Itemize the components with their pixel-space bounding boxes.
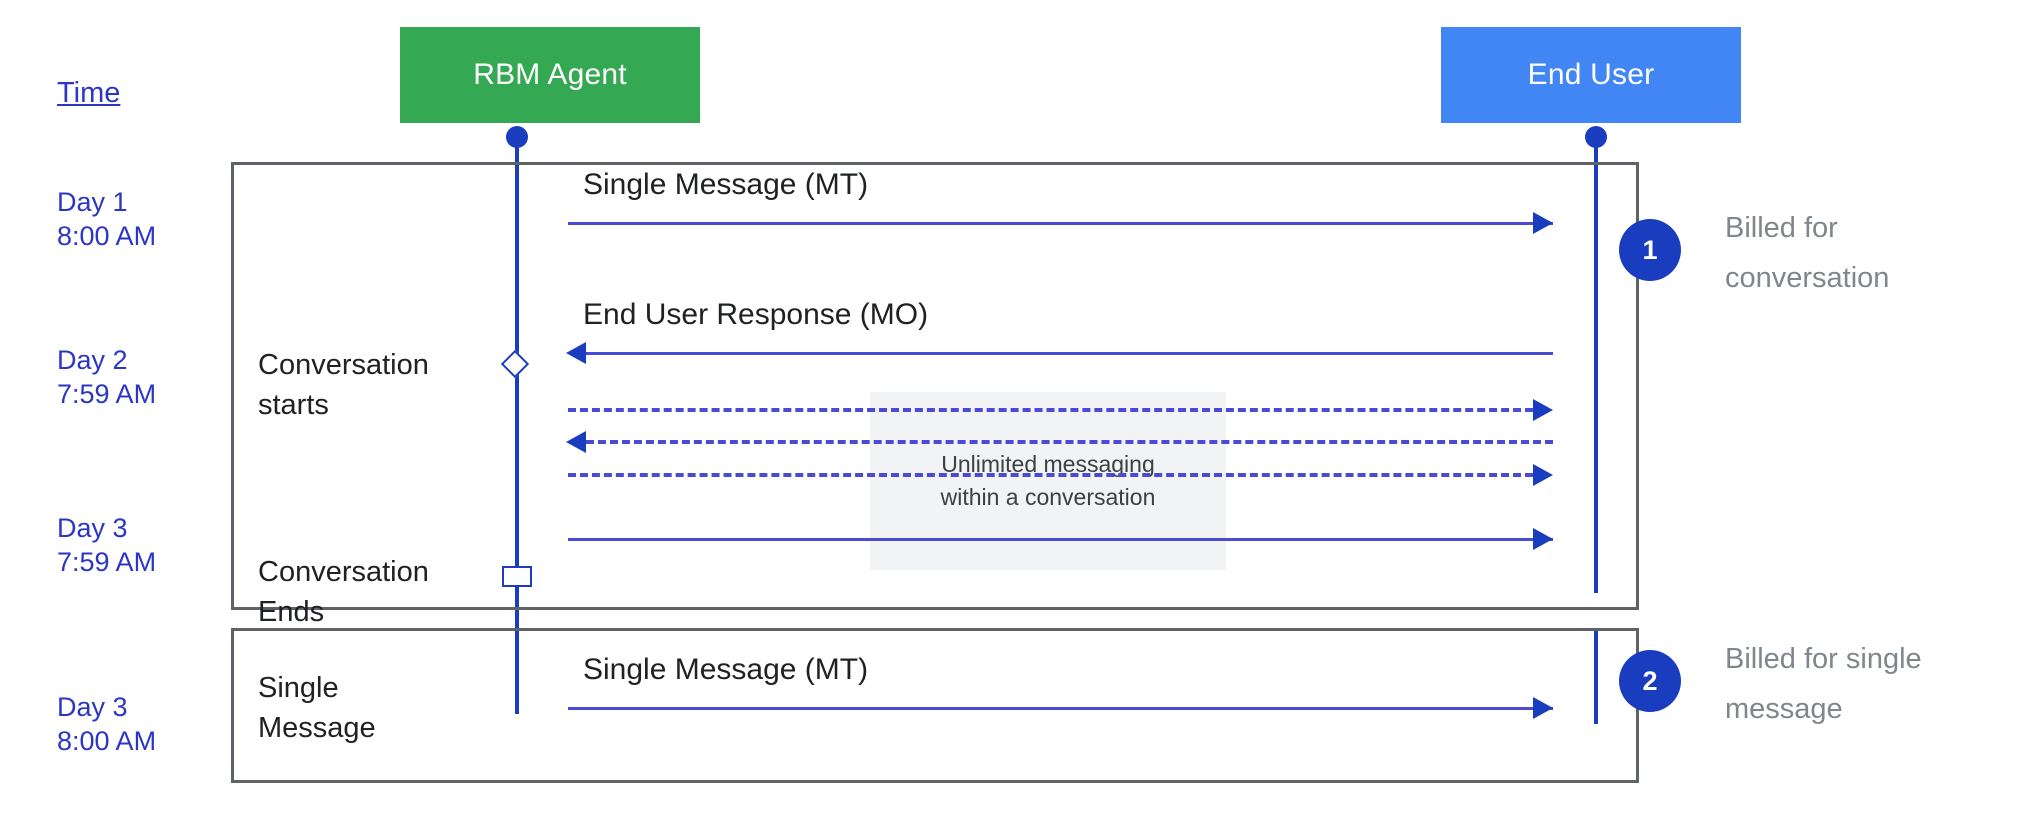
message-arrow-single-message-mt-1 — [568, 222, 1553, 225]
billing-badge-2-number: 2 — [1642, 665, 1658, 696]
arrow-head-right-icon — [1533, 528, 1553, 550]
billing-badge-2: 2 — [1619, 650, 1681, 712]
lifeline-end-user-upper — [1594, 133, 1598, 593]
message-arrow-dashed-2 — [586, 440, 1553, 444]
billing-label-2: Billed for single message — [1725, 643, 1922, 725]
arrow-head-right-icon — [1533, 697, 1553, 719]
billing-label-1: Billed for conversation — [1725, 212, 1890, 294]
time-label-day1: Day 1 8:00 AM — [57, 187, 157, 251]
participant-rbm-agent: RBM Agent — [400, 27, 700, 123]
message-label-single-message-mt-1: Single Message (MT) — [583, 168, 869, 201]
message-arrow-single-message-mt-2 — [568, 707, 1553, 710]
billing-badge-1-number: 1 — [1642, 234, 1658, 265]
arrow-head-right-icon — [1533, 212, 1553, 234]
billing-badge-1: 1 — [1619, 219, 1681, 281]
stage-label-single-message: Single Message — [258, 672, 376, 744]
stage-label-conversation-ends: Conversation Ends — [258, 556, 429, 628]
time-label-day2: Day 2 7:59 AM — [57, 345, 157, 409]
arrow-head-right-icon — [1533, 464, 1553, 486]
message-arrow-dashed-1 — [568, 408, 1533, 412]
time-label-day3-end: Day 3 7:59 AM — [57, 513, 157, 577]
participant-rbm-agent-label: RBM Agent — [473, 58, 627, 91]
frame-conversation — [231, 162, 1639, 610]
arrow-head-right-icon — [1533, 399, 1553, 421]
message-label-end-user-response-mo: End User Response (MO) — [583, 298, 929, 331]
lifeline-rbm-agent-lower — [515, 582, 519, 714]
time-label-day3-single: Day 3 8:00 AM — [57, 692, 157, 756]
message-arrow-dashed-3 — [568, 473, 1533, 477]
note-unlimited-messaging-text: Unlimited messaging within a conversatio… — [940, 451, 1156, 510]
note-unlimited-messaging: Unlimited messaging within a conversatio… — [870, 392, 1226, 570]
arrow-head-left-icon — [566, 342, 586, 364]
lifeline-end-user-lower — [1594, 628, 1598, 724]
message-label-single-message-mt-2: Single Message (MT) — [583, 653, 869, 686]
conversation-end-square-icon — [502, 566, 532, 587]
message-arrow-solid-last — [568, 538, 1553, 541]
stage-label-conversation-starts: Conversation starts — [258, 349, 429, 421]
time-column-header: Time — [57, 77, 121, 109]
message-arrow-end-user-response-mo — [586, 352, 1553, 355]
participant-end-user-label: End User — [1527, 58, 1655, 91]
participant-end-user: End User — [1441, 27, 1741, 123]
arrow-head-left-icon — [566, 431, 586, 453]
